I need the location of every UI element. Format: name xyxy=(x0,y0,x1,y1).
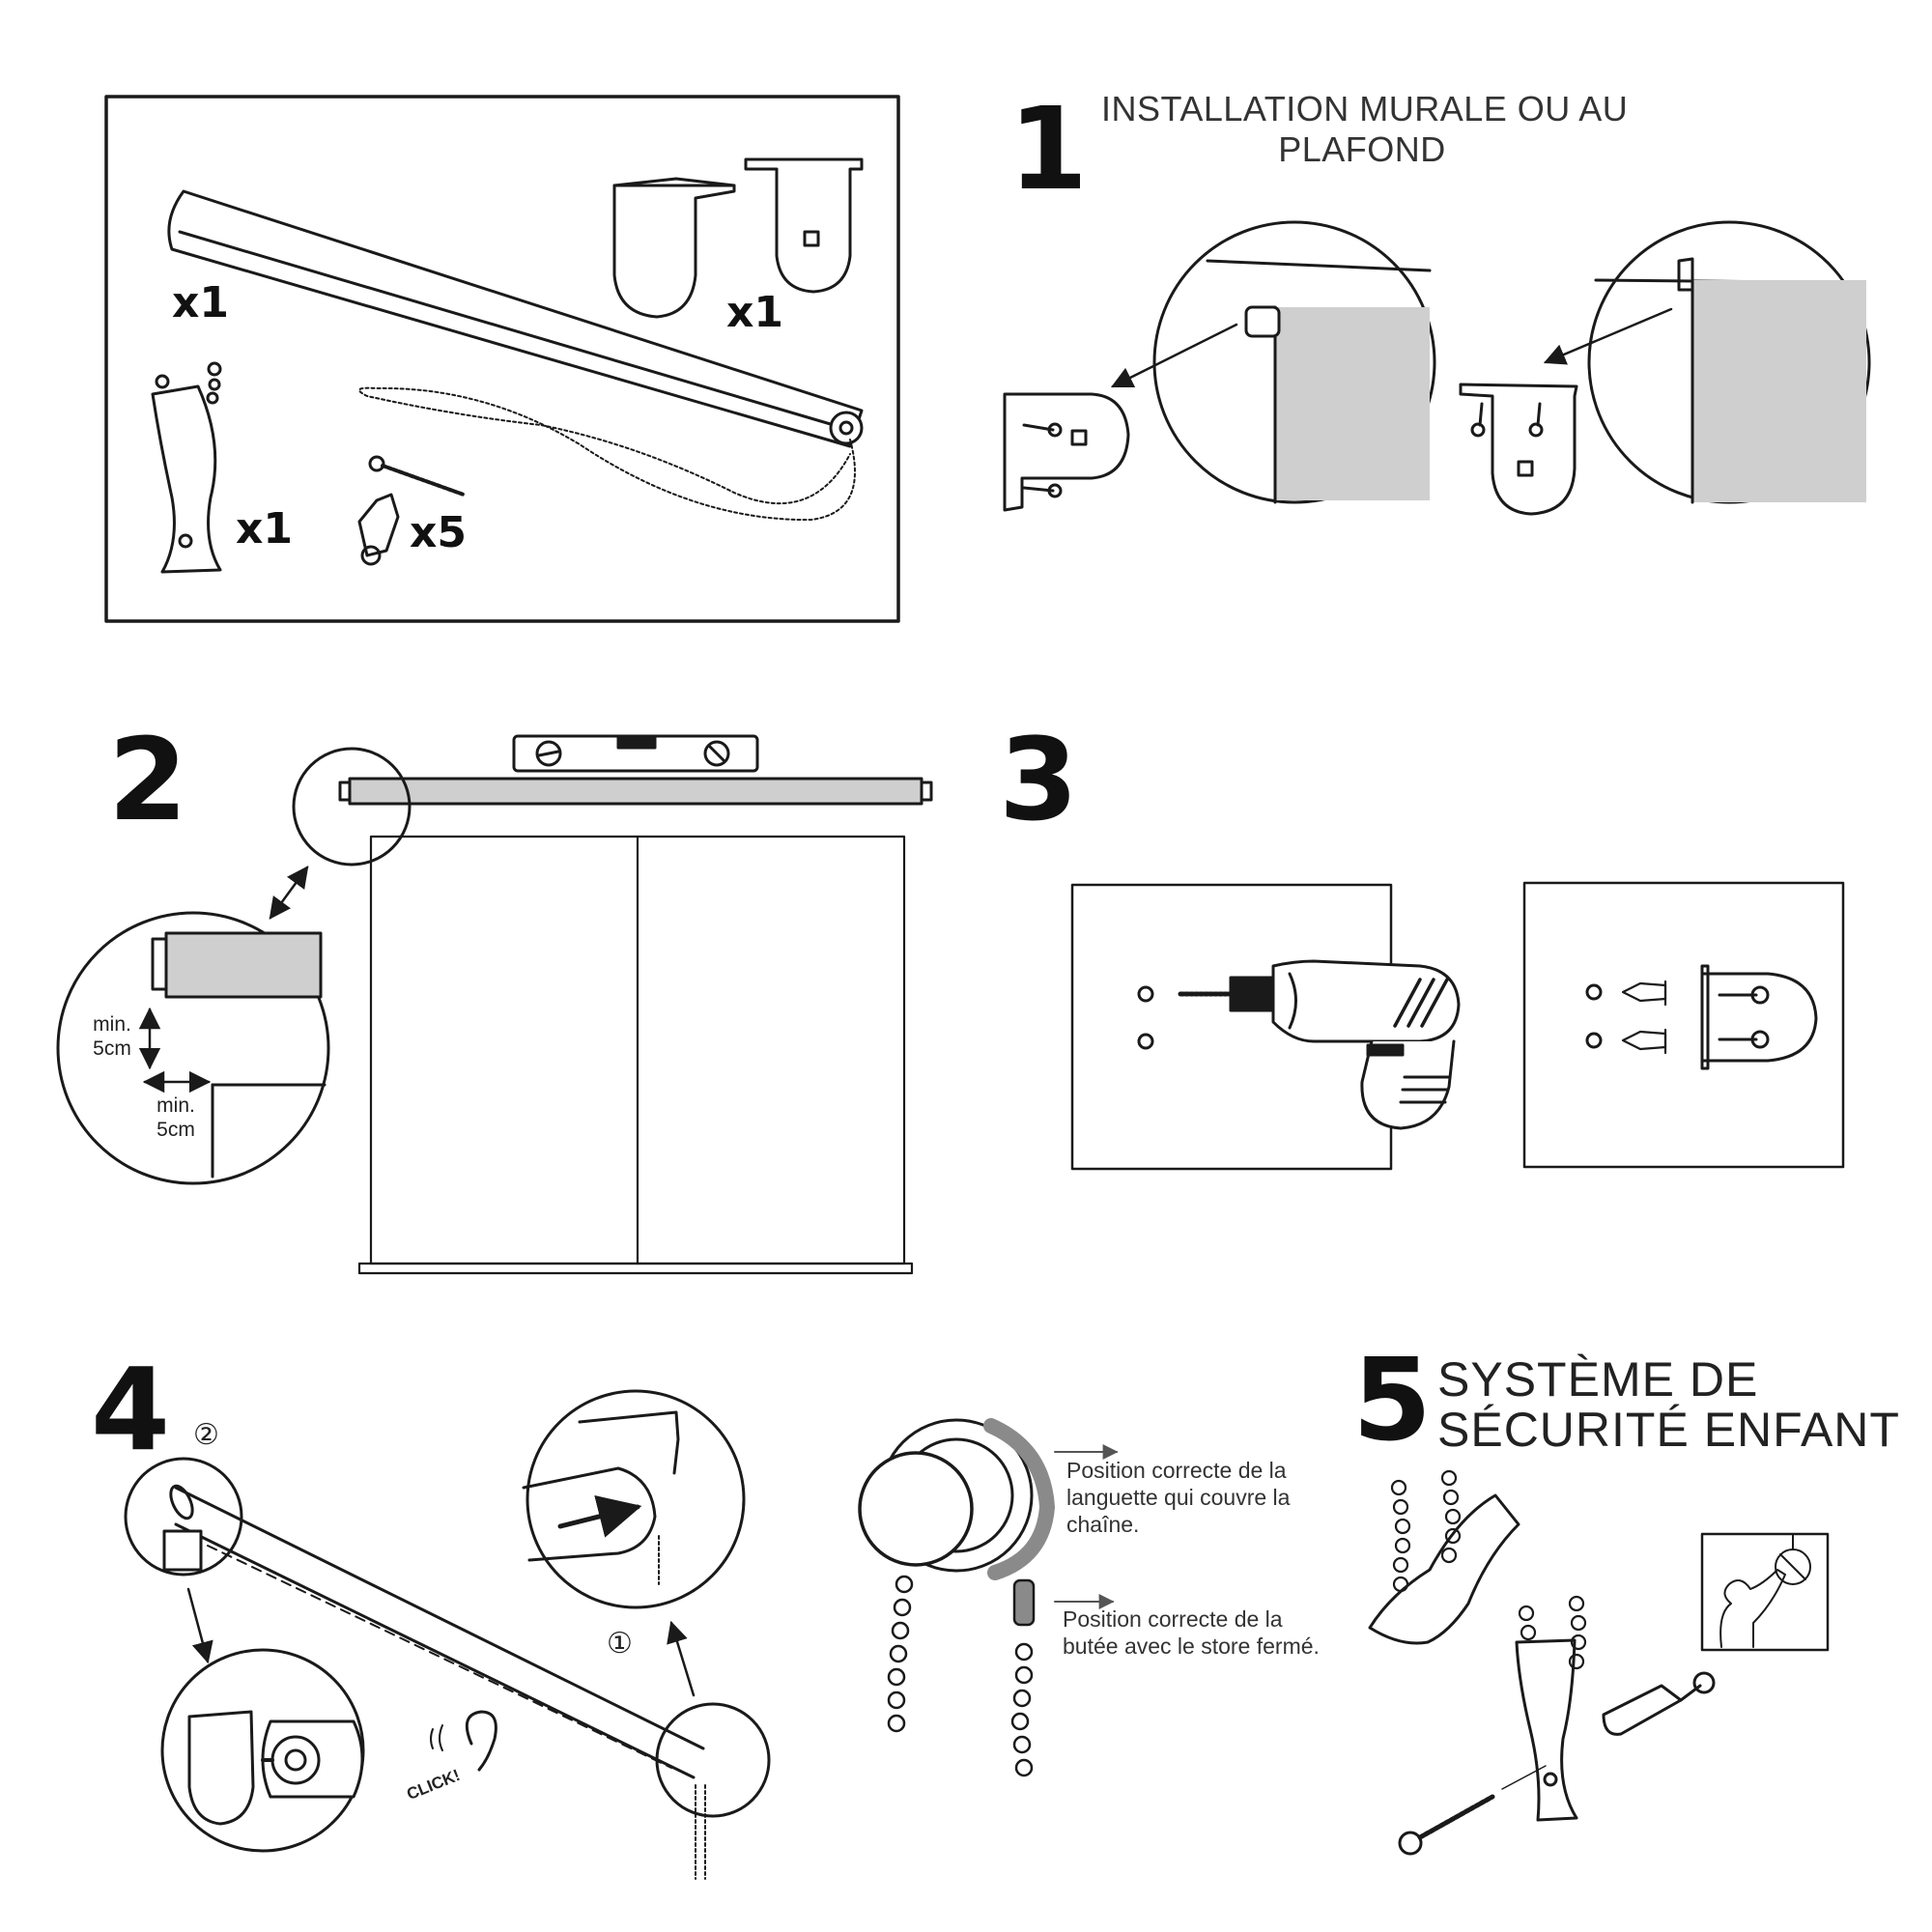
detail-insert-left xyxy=(187,1710,364,1826)
step-5-title-line-2: SÉCURITÉ ENFANT xyxy=(1437,1403,1900,1457)
detail-circle-left-end xyxy=(124,1457,243,1577)
drill-hole xyxy=(1137,1033,1154,1050)
arrow-icon xyxy=(269,866,309,920)
safety-clip-quantity: x1 xyxy=(236,504,293,554)
note-tab-line-2: languette qui couvre la xyxy=(1066,1485,1291,1510)
clearance-horizontal-value: 5cm xyxy=(156,1119,195,1141)
end-cap-detail xyxy=(858,1418,1055,1580)
bracket-icon xyxy=(1700,964,1818,1070)
bracket-icon xyxy=(1459,383,1578,516)
arrow-icon xyxy=(1543,307,1673,365)
step-1-title-line-2: PLAFOND xyxy=(1278,129,1446,169)
step-5-title-line-1: SYSTÈME DE xyxy=(1437,1352,1759,1406)
arrow-icon xyxy=(667,1620,696,1697)
roller-blind-tube-icon xyxy=(162,1484,705,1779)
step-number-2: 2 xyxy=(108,713,188,846)
detail-circle-right-end xyxy=(655,1702,771,1818)
ball-chain-icon xyxy=(887,1575,1036,1777)
step-number-1: 1 xyxy=(1009,82,1089,215)
wall-plug-icon xyxy=(1621,980,1667,1055)
ball-chain-icon xyxy=(695,1784,706,1880)
drill-hole xyxy=(1137,985,1154,1003)
detail-clearance xyxy=(138,931,327,1179)
spirit-level-icon xyxy=(512,734,759,773)
clearance-vertical-value: 5cm xyxy=(93,1037,131,1060)
parts-box xyxy=(104,95,900,623)
drill-icon xyxy=(1178,959,1461,1130)
note-tab-line-1: Position correcte de la xyxy=(1066,1458,1287,1483)
clearance-vertical-min: min. xyxy=(93,1013,131,1036)
roller-quantity: x1 xyxy=(172,278,229,327)
step-5-title: SYSTÈME DE SÉCURITÉ ENFANT xyxy=(1437,1354,1900,1455)
ear-icon xyxy=(430,1710,497,1772)
safety-clip-icon xyxy=(1368,1493,1520,1645)
ball-chain-icon xyxy=(1390,1469,1462,1593)
bracket-icon xyxy=(612,157,864,319)
step-number-5: 5 xyxy=(1352,1333,1433,1466)
arrow-icon xyxy=(1110,323,1238,388)
arrow-icon xyxy=(186,1587,213,1664)
detail-circle-corner xyxy=(292,747,412,867)
clearance-horizontal-min: min. xyxy=(156,1094,195,1117)
note-stop-position: Position correcte de la butée avec le st… xyxy=(1063,1605,1320,1660)
step-number-4: 4 xyxy=(91,1343,171,1476)
detail-circle-wall xyxy=(1152,220,1436,504)
detail-circle-clearance xyxy=(56,911,330,1185)
roller-blind-tube-icon xyxy=(338,777,933,806)
roller-blind-tube-icon xyxy=(167,189,864,448)
marker-2: ② xyxy=(193,1419,219,1451)
child-warning-icon xyxy=(1719,1533,1811,1648)
wall-plug-icon xyxy=(357,493,400,566)
step-1-title: INSTALLATION MURALE OU AU PLAFOND xyxy=(1101,89,1629,170)
ball-chain-icon xyxy=(1518,1595,1587,1670)
detail-wall-mount xyxy=(1206,259,1432,504)
marker-1: ① xyxy=(607,1628,633,1660)
safety-clip-icon xyxy=(1515,1638,1578,1822)
note-stop-line-2: butée avec le store fermé. xyxy=(1063,1634,1320,1659)
note-tab-position: Position correcte de la languette qui co… xyxy=(1066,1457,1290,1538)
plug-panel xyxy=(1522,881,1845,1169)
window-frame xyxy=(357,835,914,1275)
brackets-quantity: x1 xyxy=(726,288,783,337)
screws-quantity: x5 xyxy=(410,508,467,557)
step-number-3: 3 xyxy=(999,713,1079,846)
child-warning-panel xyxy=(1700,1532,1830,1652)
detail-circle-insert-right xyxy=(526,1389,746,1609)
ball-chain-icon xyxy=(358,386,856,522)
drill-hole xyxy=(1585,1032,1603,1049)
note-stop-line-1: Position correcte de la xyxy=(1063,1606,1283,1632)
detail-insert-right xyxy=(522,1410,680,1585)
clearance-horizontal-label: min. 5cm xyxy=(149,1095,203,1140)
note-tab-line-3: chaîne. xyxy=(1066,1512,1140,1537)
step-1-title-line-1: INSTALLATION MURALE OU AU xyxy=(1101,89,1629,128)
detail-ceiling-mount xyxy=(1594,257,1866,504)
safety-clip-icon xyxy=(151,361,222,574)
clearance-vertical-label: min. 5cm xyxy=(85,1014,139,1059)
screw-icon xyxy=(368,455,466,497)
bracket-icon xyxy=(1003,392,1130,512)
screw-icon xyxy=(1398,1765,1547,1856)
drill-hole xyxy=(1585,983,1603,1001)
wall-plug-icon xyxy=(1602,1671,1716,1736)
